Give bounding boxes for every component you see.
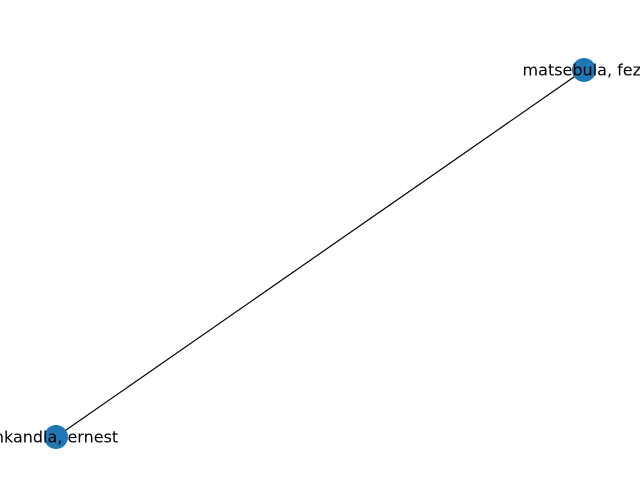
node-label-n1: matsebula, fezi — [523, 61, 640, 80]
edge-layer — [55, 69, 585, 438]
label-layer: matsebula, fezi nkandla, ernest — [0, 61, 640, 447]
node-n2 — [44, 425, 68, 449]
node-n1 — [572, 58, 596, 82]
node-layer — [44, 58, 596, 449]
edge-n1-n2 — [55, 69, 585, 438]
node-label-n2: nkandla, ernest — [0, 428, 118, 447]
